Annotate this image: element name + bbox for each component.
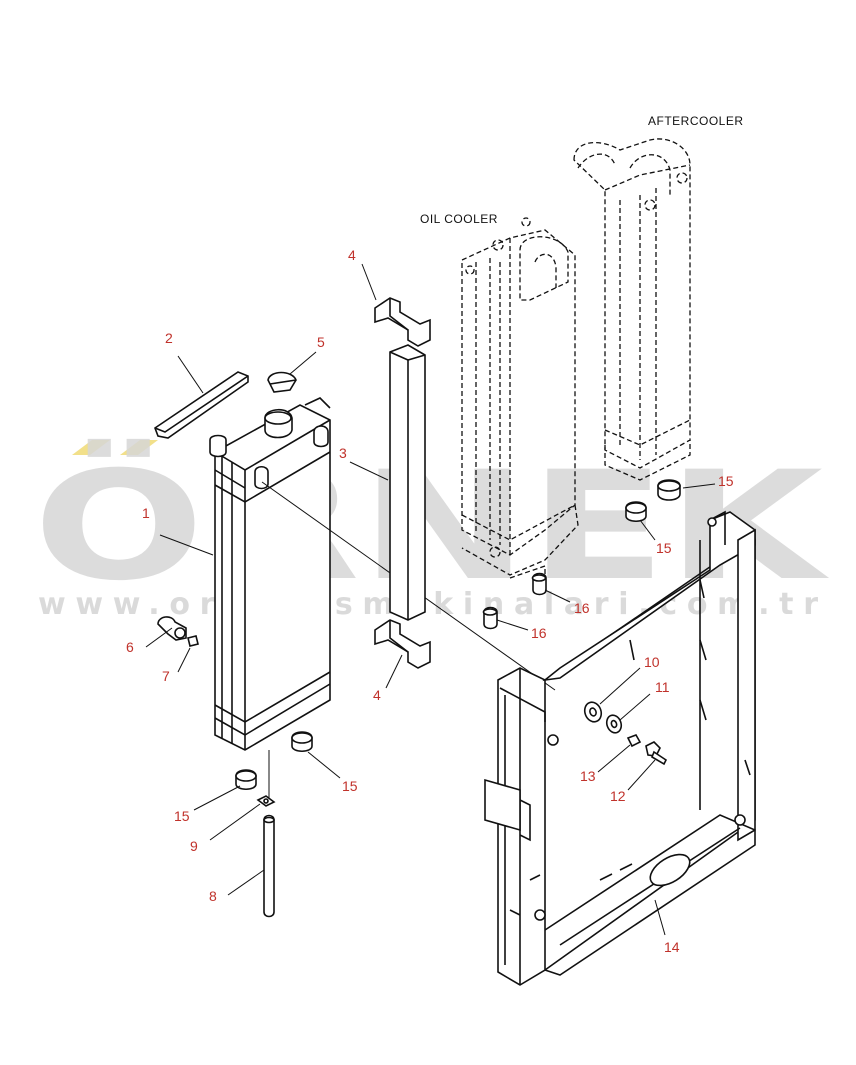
callout-3: 3	[339, 445, 347, 461]
callout-14: 14	[664, 939, 680, 955]
aftercooler-outline	[573, 138, 691, 481]
washer-medium	[605, 714, 623, 734]
watermark-brand: ÖRNEK	[33, 438, 829, 614]
washer-pin	[256, 795, 276, 807]
bracket-lower	[374, 619, 431, 669]
bolt	[645, 741, 668, 766]
heading-aftercooler: AFTERCOOLER	[648, 114, 744, 128]
callout-16-upper: 16	[574, 600, 590, 616]
washer-large	[583, 701, 603, 723]
radiator-core	[209, 397, 331, 751]
bracket-upper	[374, 297, 431, 347]
callout-15-left: 15	[174, 808, 190, 824]
callout-4-upper: 4	[348, 247, 356, 263]
radiator-cap	[267, 371, 297, 393]
collar-upper	[531, 572, 547, 596]
callout-16-lower: 16	[531, 625, 547, 641]
callout-7: 7	[162, 668, 170, 684]
callout-labels: 1 2 3 4 4 5 6 7 8 9 10 11 12 13 14 15 15…	[126, 247, 734, 955]
cushion-mid-right	[625, 501, 647, 523]
stay-bar	[154, 371, 249, 439]
drain-plug-small	[187, 635, 199, 647]
callout-10: 10	[644, 654, 660, 670]
cooler-frame	[484, 510, 756, 986]
watermark-accent-left	[72, 440, 110, 455]
callout-13: 13	[580, 768, 596, 784]
callout-15-radiator: 15	[342, 778, 358, 794]
callout-5: 5	[317, 334, 325, 350]
leader-lines	[145, 263, 716, 936]
callout-11: 11	[655, 679, 670, 695]
callout-15-mid-right: 15	[656, 540, 672, 556]
nut-small	[626, 734, 642, 748]
heading-oil-cooler: OIL COOLER	[420, 212, 498, 226]
callout-12: 12	[610, 788, 626, 804]
watermark-accent-right	[120, 440, 158, 455]
callout-8: 8	[209, 888, 217, 904]
cushion-left-bottom	[235, 769, 257, 791]
cushion-top-right	[657, 479, 681, 501]
seal-strip	[389, 344, 426, 621]
callout-6: 6	[126, 639, 134, 655]
callout-2: 2	[165, 330, 173, 346]
callout-15-top-right: 15	[718, 473, 734, 489]
watermark: ÖRNEK www.ornekismakinalari.com.tr	[33, 438, 829, 622]
mounting-rod	[263, 814, 275, 918]
collar-lower	[482, 606, 498, 630]
oil-cooler-outline	[461, 217, 579, 580]
cushion-radiator-bottom	[291, 731, 313, 753]
callout-9: 9	[190, 838, 198, 854]
callout-1: 1	[142, 505, 150, 521]
callout-4-lower: 4	[373, 687, 381, 703]
